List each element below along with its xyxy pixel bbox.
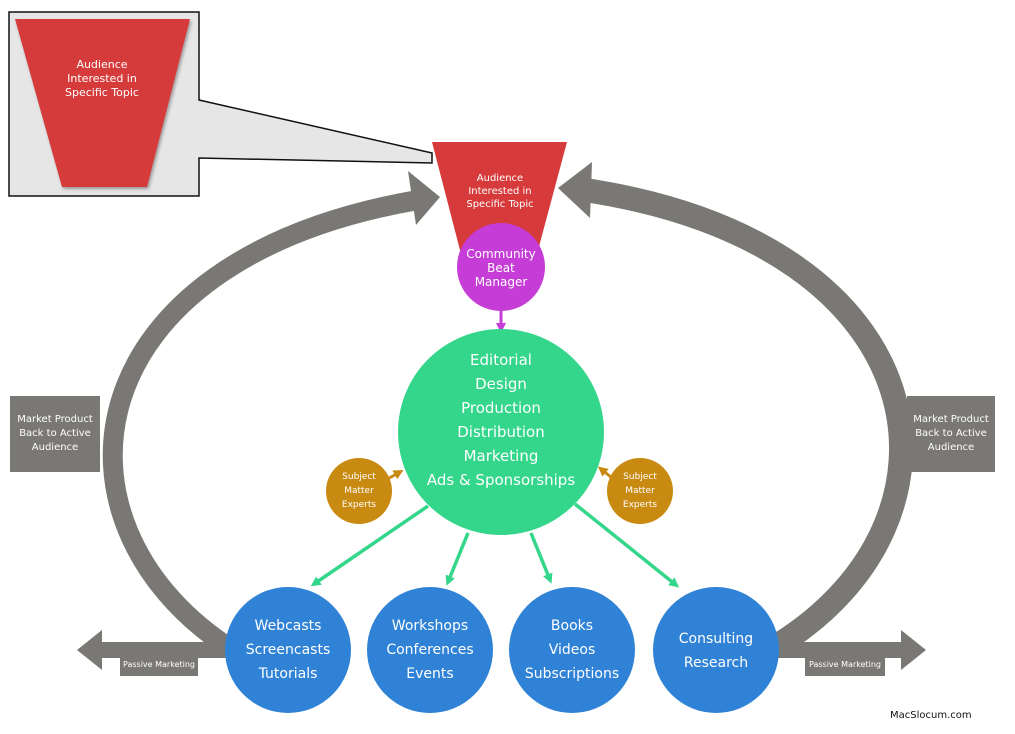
core-to-consulting-connector (573, 502, 680, 588)
right-passive-label-box (805, 654, 885, 676)
left-loop-arrow (102, 190, 420, 654)
core-to-webcasts-connector (310, 504, 429, 587)
left-sme-circle (326, 458, 392, 524)
community-manager-circle (457, 223, 545, 311)
left-side-label: Market Product Back to Active Audience (17, 414, 93, 453)
core-to-books-connector (529, 532, 553, 584)
output-label-books: Books Videos Subscriptions (524, 618, 620, 682)
right-side-label: Market Product Back to Active Audience (913, 414, 989, 453)
left-side-label-box (10, 396, 100, 472)
community-manager-label: Community Beat Manager (466, 247, 536, 289)
core-process-circle (398, 329, 604, 535)
audience-funnel (432, 142, 567, 254)
zoom-funnel-label: Audience Interested in Specific Topic (65, 58, 139, 99)
left-passive-label: Passive Marketing (123, 660, 195, 669)
output-label-consulting: Consulting Research (678, 631, 754, 671)
right-passive-label: Passive Marketing (809, 660, 881, 669)
output-circle-consulting (653, 587, 779, 713)
core-to-workshops-connector (445, 532, 470, 586)
left-loop-arrow-head (408, 171, 440, 225)
core-process-label: Editorial Design Production Distribution… (426, 351, 576, 489)
left-passive-arrow-head (77, 630, 102, 670)
funnel-label: Audience Interested in Specific Topic (466, 172, 534, 210)
right-sme-label: Subject Matter Experts (622, 472, 658, 510)
output-circle-workshops (367, 587, 493, 713)
right-passive-arrow-head (901, 630, 926, 670)
output-label-webcasts: Webcasts Screencasts Tutorials (245, 618, 331, 682)
site-credit: MacSlocum.com (890, 710, 972, 721)
output-circle-webcasts (225, 587, 351, 713)
right-side-label-box (907, 396, 995, 472)
output-circle-books (509, 587, 635, 713)
right-sme-circle (607, 458, 673, 524)
left-sme-label: Subject Matter Experts (341, 472, 377, 510)
left-passive-label-box (120, 654, 198, 676)
zoom-funnel-shape (15, 19, 190, 187)
output-label-workshops: Workshops Conferences Events (386, 618, 474, 682)
right-loop-arrow-head (558, 162, 592, 218)
right-loop-arrow (583, 178, 913, 656)
